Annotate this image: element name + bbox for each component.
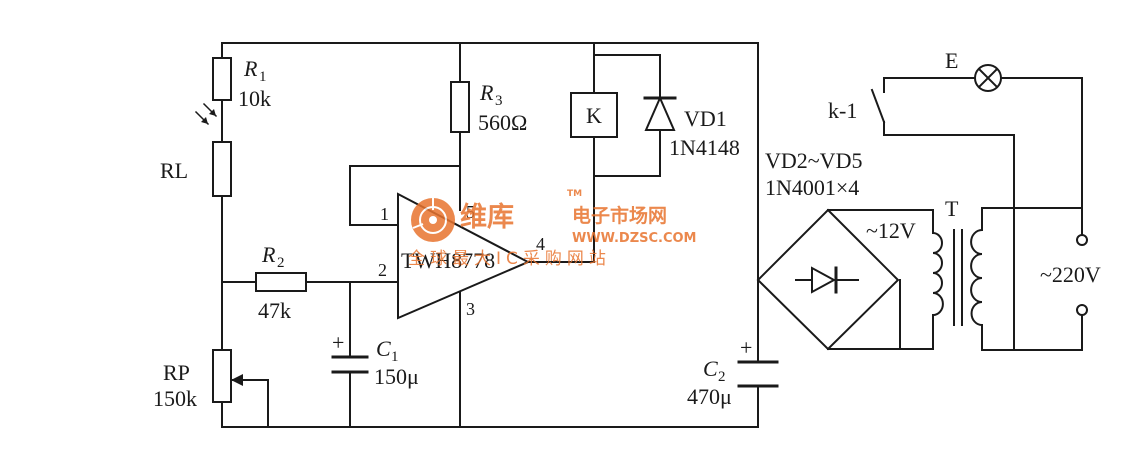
- c1-value: 150μ: [374, 364, 419, 389]
- watermark-brand: 维库: [460, 202, 514, 233]
- vd1-part: 1N4148: [669, 135, 740, 160]
- watermark-tm: TM: [567, 189, 582, 199]
- ic-pin5-label: 5: [466, 202, 475, 222]
- rp-potentiometer: [212, 349, 232, 403]
- watermark-market: 电子市场网: [572, 204, 667, 227]
- ic-pin3-label: 3: [466, 299, 475, 319]
- mains-label: ~220V: [1040, 262, 1101, 287]
- switch-blade: [870, 88, 886, 124]
- c1-symbol: C: [376, 336, 391, 361]
- c2-plus: +: [740, 335, 752, 360]
- bridge-part: 1N4001×4: [765, 175, 859, 200]
- watermark: 维库 TM 电子市场网 WWW.DZSC.COM 全球最大IC采购网站: [408, 189, 696, 269]
- relay-k-label: K: [586, 103, 602, 128]
- switch-label: k-1: [828, 98, 857, 123]
- rl-label: RL: [160, 158, 188, 183]
- r2-subscript: 2: [277, 255, 285, 271]
- r2-symbol: R: [261, 242, 276, 267]
- ic-pin4-label: 4: [536, 234, 545, 254]
- r3-resistor: [450, 81, 470, 133]
- transformer-secondary-label: ~12V: [866, 218, 916, 243]
- bridge-diode-icon: [795, 266, 859, 294]
- r1-resistor: [212, 57, 232, 101]
- c1-subscript: 1: [391, 349, 399, 365]
- light-arrows-icon: [194, 102, 218, 126]
- r1-subscript: 1: [259, 69, 267, 85]
- ic-pin2-label: 2: [378, 260, 387, 280]
- lamp-label: E: [945, 48, 958, 73]
- wires: [221, 42, 1083, 428]
- vd1-label: VD1: [684, 106, 727, 131]
- dzsc-logo-icon: [411, 198, 455, 242]
- r1-value: 10k: [238, 86, 271, 111]
- rl-photoresistor: [212, 141, 232, 197]
- watermark-url: WWW.DZSC.COM: [572, 231, 696, 246]
- c2-value: 470μ: [687, 384, 732, 409]
- rp-value: 150k: [153, 386, 197, 411]
- r2-resistor: [255, 272, 307, 292]
- bridge-label: VD2~VD5: [765, 148, 862, 173]
- r3-subscript: 3: [495, 93, 503, 109]
- ic-pin1-label: 1: [380, 204, 389, 224]
- r3-value: 560Ω: [478, 110, 527, 135]
- r1-symbol: R: [243, 56, 258, 81]
- rp-label: RP: [163, 360, 190, 385]
- transformer-label: T: [945, 196, 959, 221]
- c2-subscript: 2: [718, 369, 726, 385]
- lamp-icon: [974, 64, 1002, 92]
- rp-wiper-arrow-icon: [231, 374, 243, 386]
- mains-terminal-bottom: [1076, 304, 1088, 316]
- mains-terminal-top: [1076, 234, 1088, 246]
- r3-symbol: R: [479, 80, 494, 105]
- ic-part-label: TWH8778: [401, 248, 495, 273]
- c1-plus: +: [332, 330, 344, 355]
- r2-value: 47k: [258, 298, 291, 323]
- watermark-slogan: 全球最大IC采购网站: [408, 249, 611, 269]
- vd1-diode-icon: [643, 95, 677, 131]
- transformer-primary-coil: [970, 228, 984, 327]
- c2-symbol: C: [703, 356, 718, 381]
- relay-k: [570, 92, 618, 138]
- transformer-secondary-coil: [931, 231, 944, 317]
